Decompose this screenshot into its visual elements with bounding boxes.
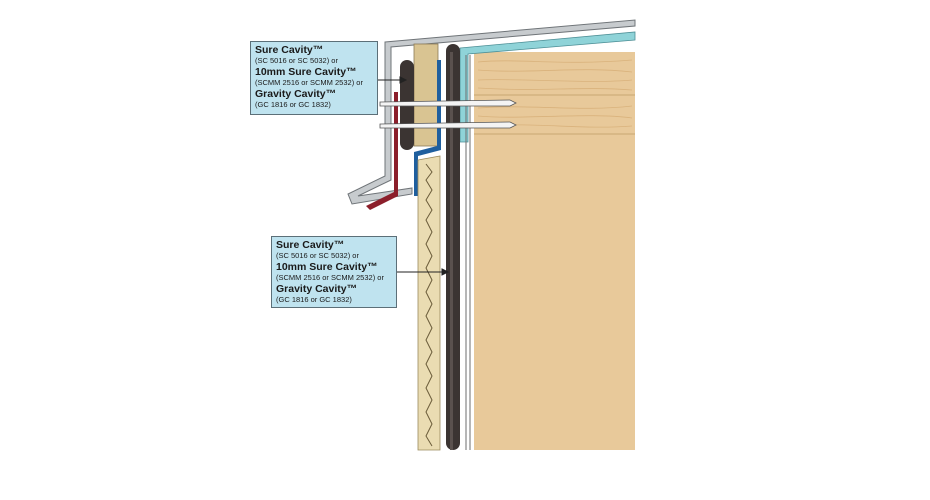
cladding-saw-profile — [425, 163, 433, 447]
product-name: Gravity Cavity™ — [276, 283, 358, 295]
product-name: 10mm Sure Cavity™ — [255, 66, 357, 78]
callout-bottom: Sure Cavity™ (SC 5016 or SC 5032) or 10m… — [271, 236, 397, 308]
cavity-rail-highlight — [450, 52, 453, 450]
product-name: Sure Cavity™ — [255, 44, 324, 56]
product-codes: (SCMM 2516 or SCMM 2532) or — [276, 273, 384, 282]
product-codes: (GC 1816 or GC 1832) — [255, 100, 331, 109]
blue-flashing — [414, 60, 441, 196]
leader-lines — [378, 76, 450, 276]
product-name: Sure Cavity™ — [276, 239, 345, 251]
top-batten — [413, 43, 439, 147]
product-codes: (SC 5016 or SC 5032) or — [255, 56, 338, 65]
roof-flashing — [347, 19, 636, 205]
product-name: 10mm Sure Cavity™ — [276, 261, 378, 273]
product-name: Gravity Cavity™ — [255, 88, 337, 100]
product-codes: (SC 5016 or SC 5032) or — [276, 251, 359, 260]
cladding-boards — [417, 155, 441, 451]
product-codes: (SCMM 2516 or SCMM 2532) or — [255, 78, 363, 87]
callout-top: Sure Cavity™ (SC 5016 or SC 5032) or 10m… — [250, 41, 378, 115]
timber-wall — [474, 52, 635, 450]
product-codes: (GC 1816 or GC 1832) — [276, 295, 352, 304]
fixing-nails — [379, 99, 517, 129]
